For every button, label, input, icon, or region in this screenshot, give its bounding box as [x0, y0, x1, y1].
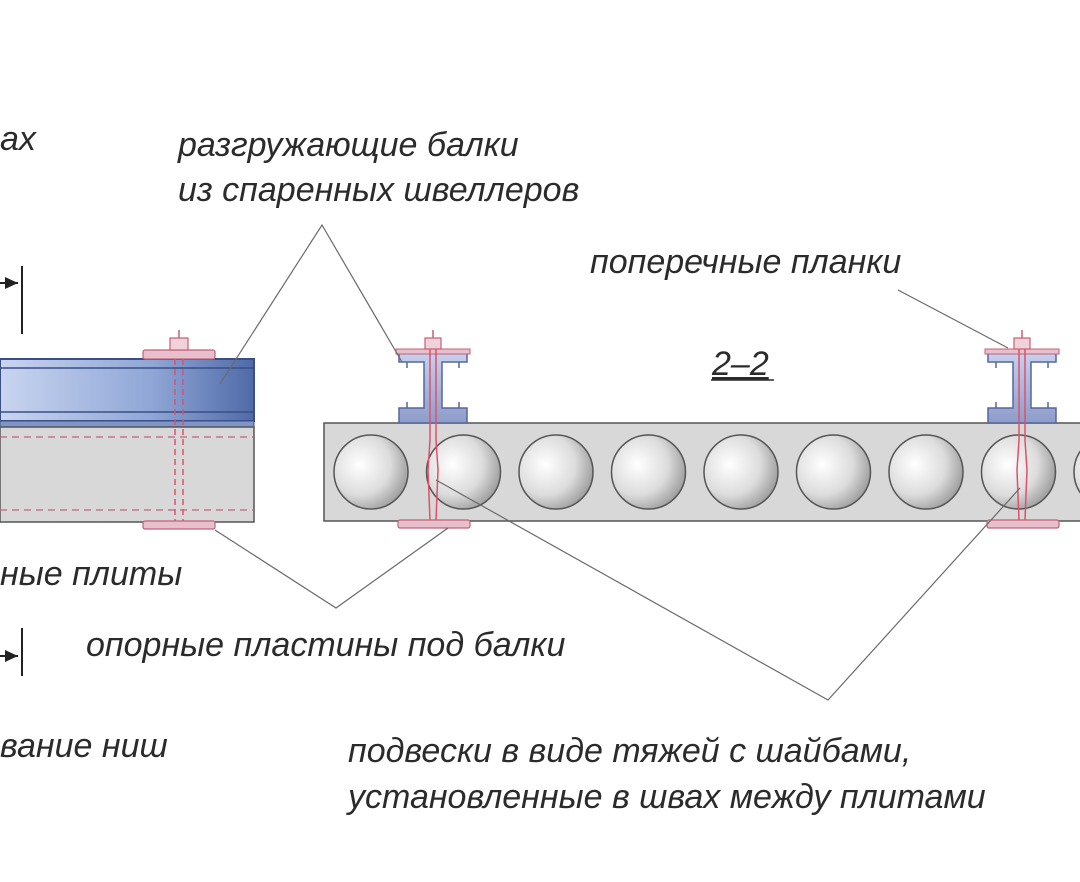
leader-lines: [214, 223, 1021, 701]
support-plate-section-right: [986, 519, 1060, 529]
section-2-2: [323, 330, 1080, 529]
dimension-mark-top: [0, 266, 23, 334]
dimension-mark-bottom: [0, 628, 23, 676]
label-unloading-beams-line2: из спаренных швеллеров: [178, 171, 579, 209]
hollow-core: [795, 434, 872, 510]
hollow-core: [1073, 450, 1080, 494]
support-plate-section-left: [397, 519, 471, 529]
hollow-core: [518, 434, 594, 510]
support-plate-left: [142, 520, 216, 530]
hollow-core: [888, 434, 964, 510]
hollow-core: [333, 434, 409, 510]
section-mark: 2–2: [711, 345, 769, 383]
hollow-core: [703, 434, 779, 510]
hollow-core: [610, 434, 687, 510]
hollow-core-slab-side: [0, 426, 255, 523]
label-support-plates: опорные пластины под балки: [86, 626, 565, 664]
hollow-core: [425, 434, 502, 510]
label-slabs-partial: ные плиты: [0, 555, 182, 593]
washer-plate-top-left: [142, 349, 216, 360]
channel-pair-right: [984, 330, 1060, 529]
left-view: [0, 266, 255, 676]
label-unloading-beams-line1: разгружающие балки: [177, 126, 519, 164]
label-hangers-line2: установленные в швах между плитами: [346, 778, 986, 816]
unloading-beam-side: [0, 358, 255, 422]
label-cross-strips: поперечные планки: [590, 243, 901, 281]
hollow-cores: [333, 434, 1080, 510]
label-hangers-line1: подвески в виде тяжей с шайбами,: [348, 732, 911, 770]
label-partial-top-left: ах: [0, 120, 37, 158]
label-niches-partial: вание ниш: [0, 727, 168, 765]
